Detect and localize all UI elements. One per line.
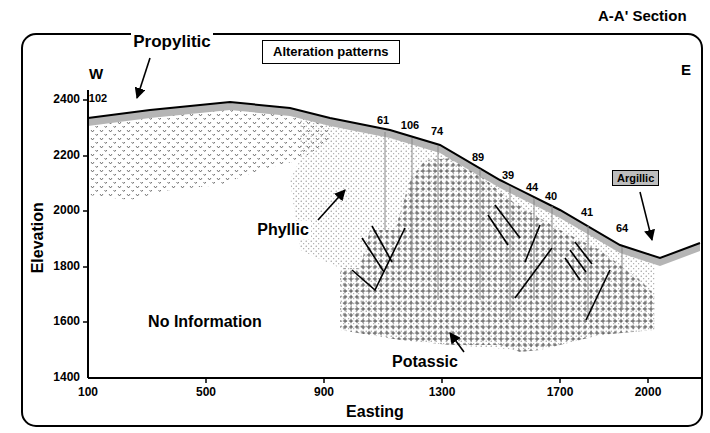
axis-title: Elevation	[29, 202, 47, 273]
drill-hole-number: 64	[616, 222, 628, 234]
axes	[88, 90, 701, 378]
zone-label-box: Argillic	[612, 170, 659, 186]
ticks	[83, 100, 648, 383]
tick-label: 1600	[53, 315, 80, 328]
tick-label: 1300	[429, 386, 456, 399]
tick-label: 2400	[53, 93, 80, 106]
tick-label: 900	[314, 386, 334, 399]
tick-label: 1700	[547, 386, 574, 399]
tick-label: 2000	[53, 204, 80, 217]
drill-hole-number: 40	[545, 190, 557, 202]
potassic-zone	[340, 158, 655, 352]
drill-hole-number: 39	[502, 169, 514, 181]
direction-west: W	[89, 66, 103, 83]
zone-name: Phyllic	[255, 221, 311, 239]
drill-hole-number: 89	[472, 151, 484, 163]
drill-hole-number: 74	[431, 125, 443, 137]
tick-label: 2000	[635, 386, 662, 399]
drill-hole-number: 44	[526, 181, 538, 193]
zone-name: Propylitic	[131, 33, 212, 52]
direction-east: E	[681, 62, 691, 79]
tick-label: 1400	[53, 371, 80, 384]
drill-hole-number: 41	[581, 206, 593, 218]
topography	[88, 102, 700, 258]
tick-label: 1800	[53, 260, 80, 273]
drill-holes	[385, 132, 622, 330]
argillic-band	[88, 102, 700, 266]
zone-name: No Information	[148, 313, 262, 331]
frame	[22, 34, 702, 426]
section-title: A-A' Section	[598, 8, 687, 25]
box-text: Argillic	[617, 172, 654, 184]
drill-hole-number: 106	[401, 119, 419, 131]
tick-label: 500	[196, 386, 216, 399]
drill-hole-number: 61	[377, 114, 389, 126]
veins	[352, 205, 610, 320]
tick-label: 100	[78, 386, 98, 399]
box-text: Alteration patterns	[273, 45, 389, 59]
drill-hole-number: 102	[89, 92, 107, 104]
tick-label: 2200	[53, 149, 80, 162]
zone-name: Potassic	[390, 353, 460, 371]
axis-title: Easting	[346, 403, 404, 421]
legend-title-box: Alteration patterns	[262, 40, 400, 64]
leader-arrows	[137, 58, 652, 352]
